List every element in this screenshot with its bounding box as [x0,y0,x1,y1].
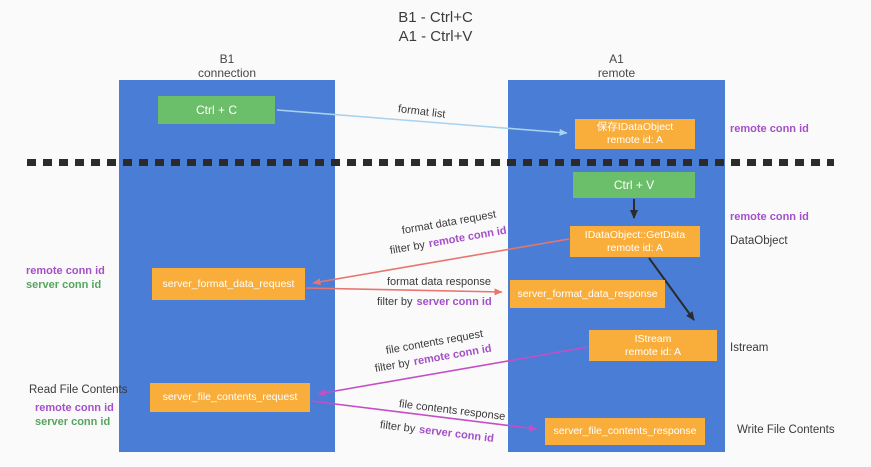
title-line-1: B1 - Ctrl+C [398,9,473,26]
right-label-remote-conn-id-2: remote conn id [730,211,809,223]
left-label-remote-conn-id-2: remote conn id [35,402,114,414]
left-label-read-file-contents: Read File Contents [29,384,128,396]
label-format-data-response: format data response [387,276,491,288]
node-istream-line2: remote id: A [624,345,682,358]
node-file-request-label: server_file_contents_request [162,391,298,403]
filter-by-text: filter by [388,238,426,257]
node-save-idataobject: 保存IDataObject remote id: A [575,119,695,149]
left-label-server-conn-id-1: server conn id [26,279,102,291]
filter-by-text: filter by [373,356,411,375]
node-idataobject-getdata: IDataObject::GetData remote id: A [570,226,700,257]
node-save-idataobject-line1: 保存IDataObject [596,121,674,133]
node-getdata-line2: remote id: A [606,241,664,254]
left-label-server-conn-id-2: server conn id [35,416,111,428]
node-getdata-line1: IDataObject::GetData [584,228,686,241]
b1-column-header: B1 connection [119,52,335,80]
node-server-format-data-response: server_format_data_response [510,280,665,308]
b1-role: connection [197,66,257,80]
node-server-file-contents-request: server_file_contents_request [150,383,310,412]
filter-by-text: filter by [377,296,413,308]
right-label-write-file-contents: Write File Contents [737,424,835,436]
right-label-dataobject: DataObject [730,235,788,247]
node-ctrl-v: Ctrl + V [573,172,695,198]
node-server-format-data-request: server_format_data_request [152,268,305,300]
server-conn-id-text: server conn id [416,296,492,308]
a1-name: A1 [609,52,624,66]
node-format-response-label: server_format_data_response [517,287,658,300]
a1-role: remote [597,66,636,80]
node-save-idataobject-line2: remote id: A [606,134,664,146]
node-format-request-label: server_format_data_request [162,277,295,290]
node-ctrl-v-label: Ctrl + V [613,177,655,192]
node-ctrl-c: Ctrl + C [158,96,275,124]
b1-name: B1 [219,52,235,66]
label-file-contents-response: file contents response [398,398,506,423]
arrow-format-data-response [305,287,503,296]
node-istream: IStream remote id: A [589,330,717,361]
node-istream-line1: IStream [634,332,672,345]
filter-by-text: filter by [379,419,416,436]
right-label-istream: Istream [730,342,769,354]
node-file-response-label: server_file_contents_response [553,425,697,437]
a1-column-header: A1 remote [508,52,725,80]
left-label-remote-conn-id-1: remote conn id [26,265,105,277]
phase-separator-dashed-line [27,159,834,166]
right-label-remote-conn-id-1: remote conn id [730,123,809,135]
node-ctrl-c-label: Ctrl + C [195,102,237,117]
title-line-2: A1 - Ctrl+V [398,28,473,45]
server-conn-id-text: server conn id [418,423,495,445]
label-format-list: format list [397,103,447,121]
node-server-file-contents-response: server_file_contents_response [545,418,705,445]
diagram-title: B1 - Ctrl+C A1 - Ctrl+V [0,8,871,46]
